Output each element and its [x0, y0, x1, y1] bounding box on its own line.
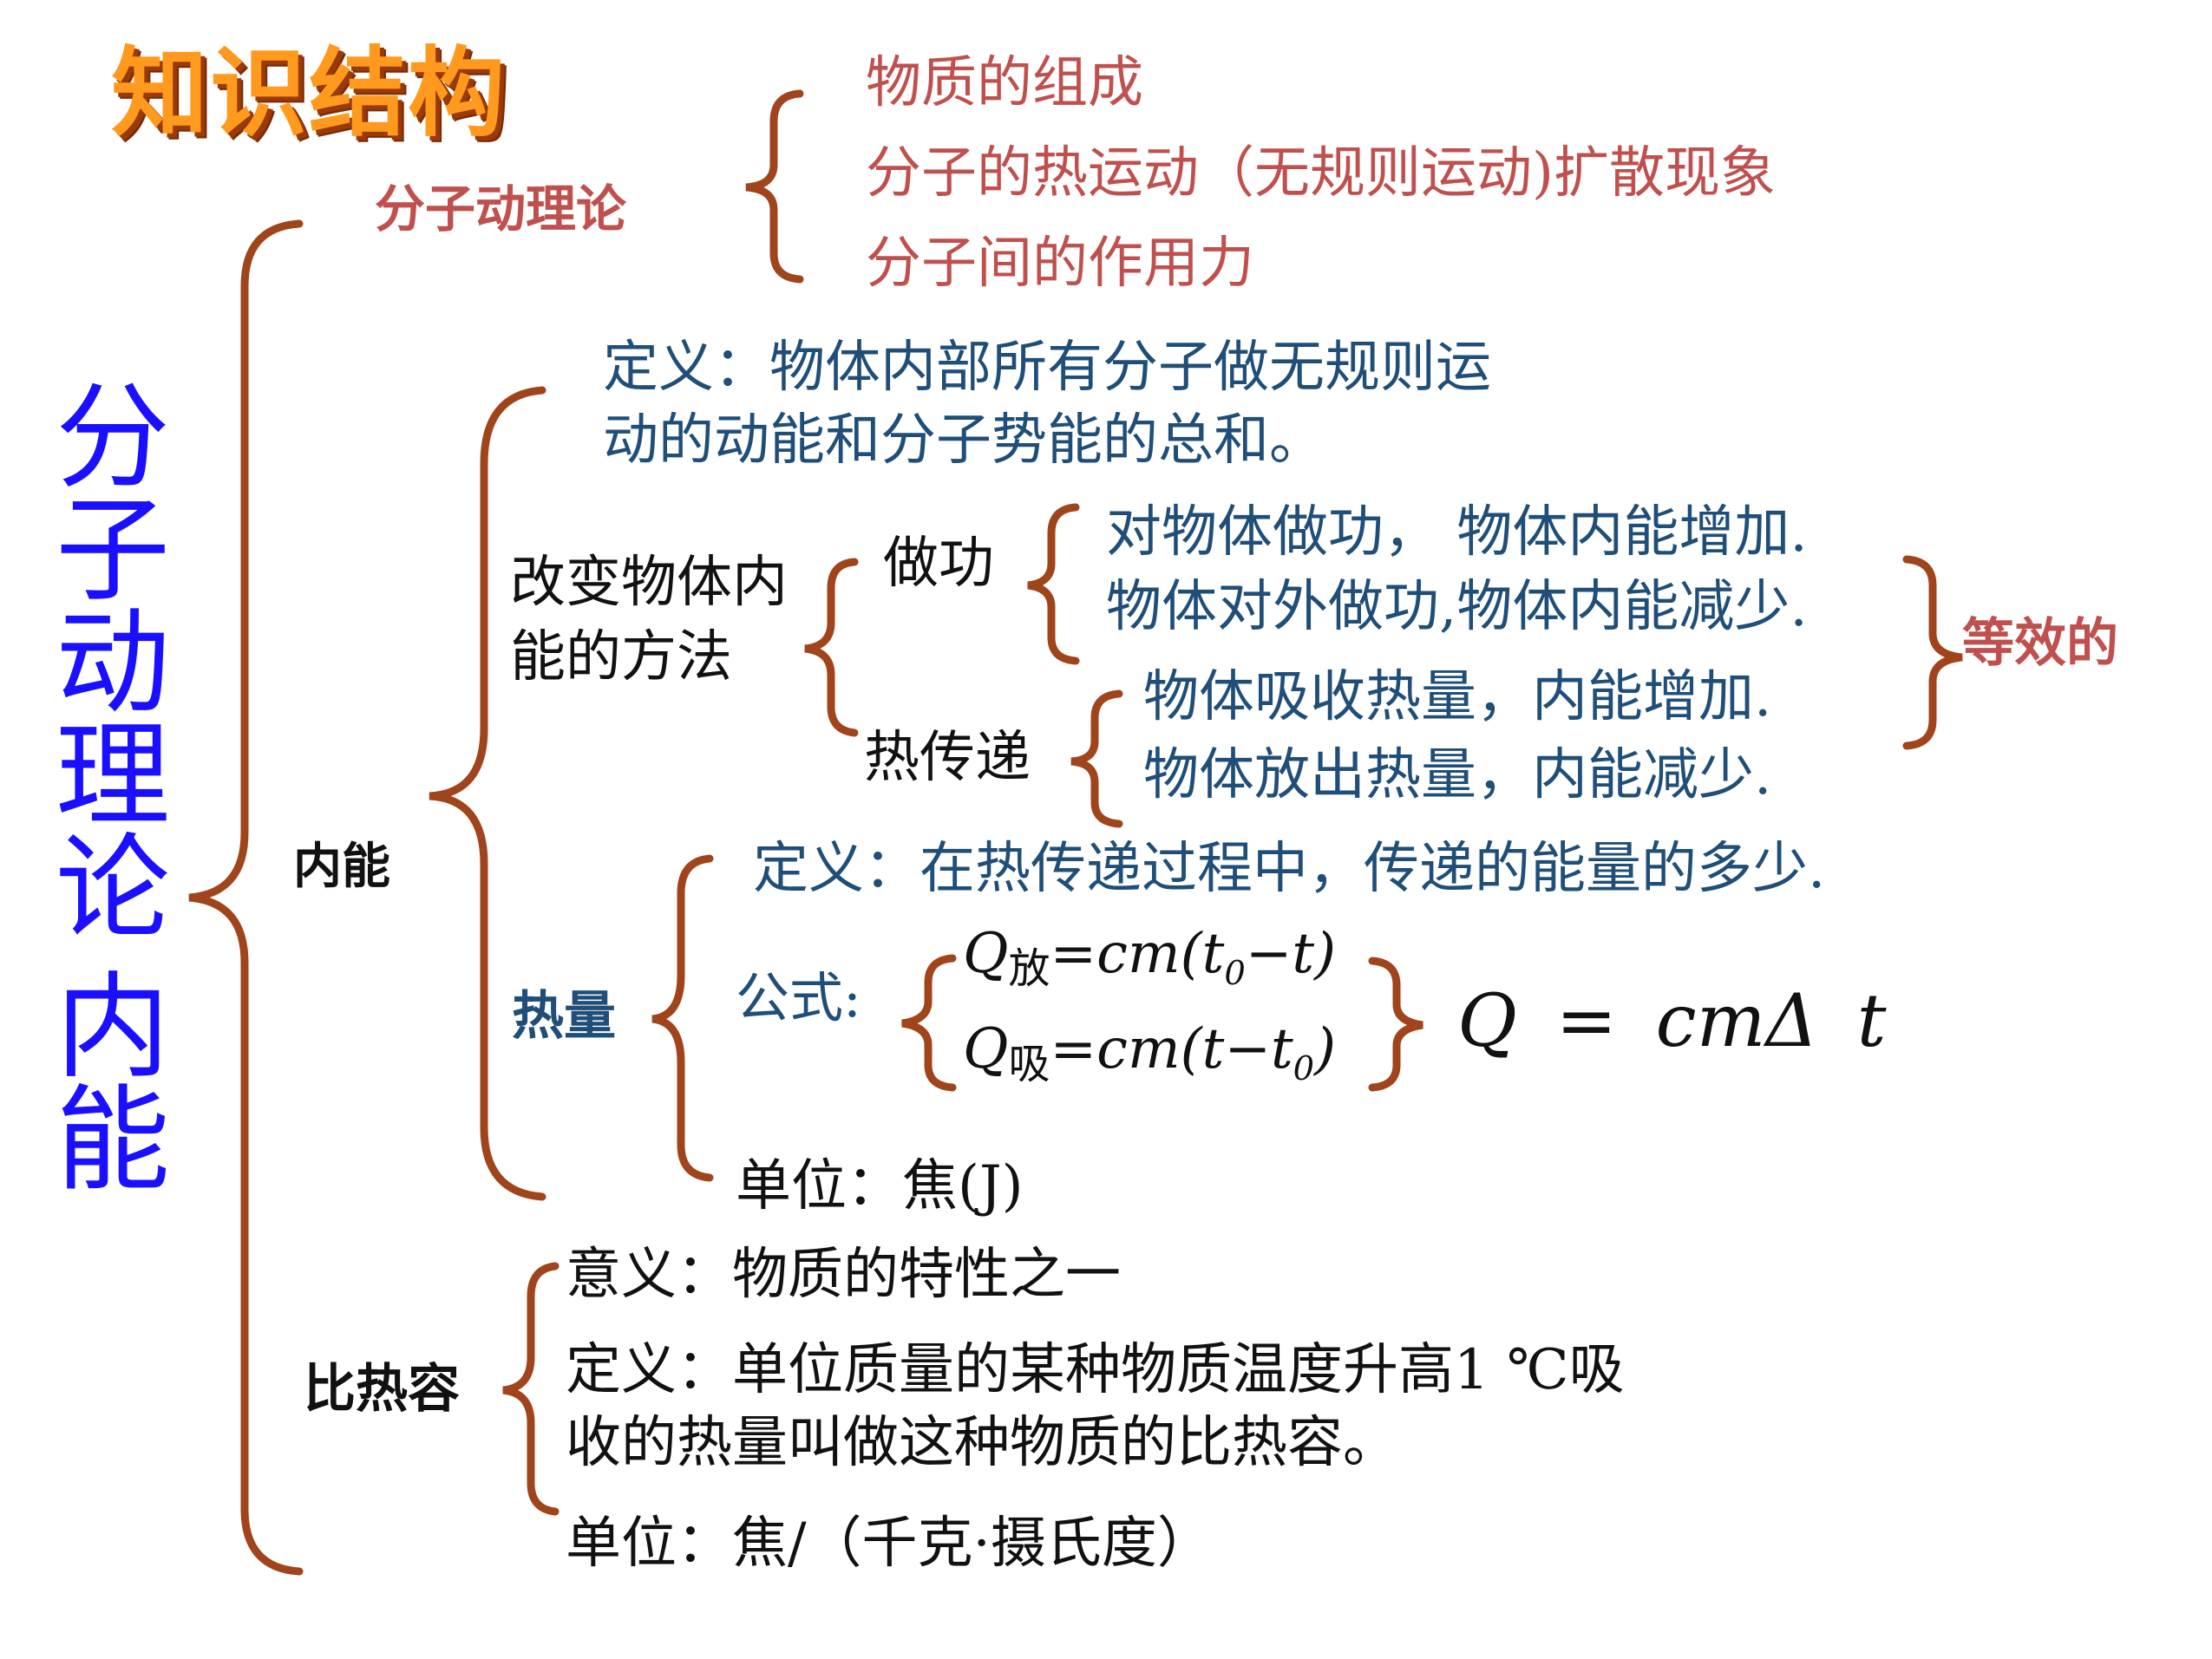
vertical-char: 分 [56, 371, 170, 505]
work-item-decrease: 物体对外做功,物体内能减少. [1106, 575, 1808, 639]
specific-heat-unit: 单位：焦/（千克·摄氏度） [566, 1512, 1213, 1576]
formula-brace [901, 954, 957, 1092]
equivalent-brace [1902, 555, 1963, 750]
formula-close-brace [1368, 957, 1423, 1092]
change-methods-brace [804, 558, 859, 737]
molecular-brace [745, 89, 804, 284]
equivalent-label: 等效的 [1962, 613, 2118, 674]
formula-end: −t) [1245, 922, 1337, 986]
molecular-item-forces: 分子间的作用力 [866, 232, 1254, 296]
formula-release: Q放=cm(t0−t) [963, 926, 1336, 990]
change-methods-line1: 改变物体内 [510, 551, 788, 615]
heat-unit: 单位：焦(J) [736, 1154, 1024, 1218]
molecular-theory-label: 分子动理论 [375, 180, 627, 238]
formula-sub-release: 放 [1008, 944, 1050, 993]
formula-general: Q = cmΔ t [1457, 978, 1887, 1063]
vertical-char: 论 [56, 822, 170, 956]
formula-rest: =cm(t−t [1050, 1017, 1293, 1081]
work-brace [1027, 503, 1080, 665]
formula-rest: =cm(t [1050, 922, 1225, 986]
vertical-main-title: 分 子 动 理 论 内 能 [52, 371, 173, 1207]
specific-heat-brace [502, 1262, 560, 1516]
molecular-item-thermal-motion: 分子的热运动（无规则运动)扩散现象 [866, 141, 1776, 206]
vertical-char: 理 [56, 709, 170, 843]
internal-energy-brace [429, 386, 546, 1201]
heat-transfer-brace [1070, 689, 1123, 828]
heat-label: 热量 [512, 986, 616, 1047]
vertical-char: 能 [56, 1074, 170, 1207]
heat-transfer-item-release: 物体放出热量，内能减少. [1143, 743, 1772, 807]
work-item-increase: 对物体做功， 物体内能增加. [1106, 500, 1808, 565]
formula-q: Q [963, 922, 1009, 986]
specific-heat-definition-line2: 收的热量叫做这种物质的比热容。 [566, 1411, 1398, 1475]
heat-brace [651, 854, 714, 1182]
formula-sub-zero: 0 [1293, 1048, 1315, 1088]
vertical-char: 内 [56, 961, 170, 1094]
specific-heat-definition-line1: 定义：单位质量的某种物质温度升高1 ℃吸 [566, 1338, 1625, 1402]
formula-sub-zero: 0 [1224, 953, 1246, 993]
work-label: 做功 [883, 532, 994, 596]
internal-energy-label: 内能 [293, 839, 390, 895]
heat-transfer-label: 热传递 [864, 726, 1031, 790]
internal-energy-definition-line2: 动的动能和分子势能的总和。 [603, 408, 1325, 473]
formula-q: Q [963, 1017, 1009, 1081]
page-title: 知识结构 [111, 37, 507, 150]
formula-sub-absorb: 吸 [1008, 1040, 1050, 1088]
main-brace [188, 219, 304, 1576]
vertical-char: 动 [56, 597, 170, 730]
change-methods-line2: 能的方法 [510, 625, 732, 689]
heat-transfer-item-absorb: 物体吸收热量，内能增加. [1143, 665, 1772, 729]
formula-absorb: Q吸=cm(t−t0) [963, 1022, 1336, 1086]
specific-heat-label: 比热容 [304, 1359, 460, 1420]
vertical-char: 子 [56, 484, 170, 617]
formula-label: 公式: [736, 966, 861, 1029]
molecular-item-composition: 物质的组成 [866, 51, 1143, 115]
heat-definition: 定义：在热传递过程中，传递的能量的多少. [753, 837, 1826, 901]
specific-heat-meaning: 意义：物质的特性之一 [566, 1243, 1121, 1307]
internal-energy-definition-line1: 定义：物体内部所有分子做无规则运 [603, 336, 1491, 400]
formula-end: ) [1314, 1017, 1337, 1081]
